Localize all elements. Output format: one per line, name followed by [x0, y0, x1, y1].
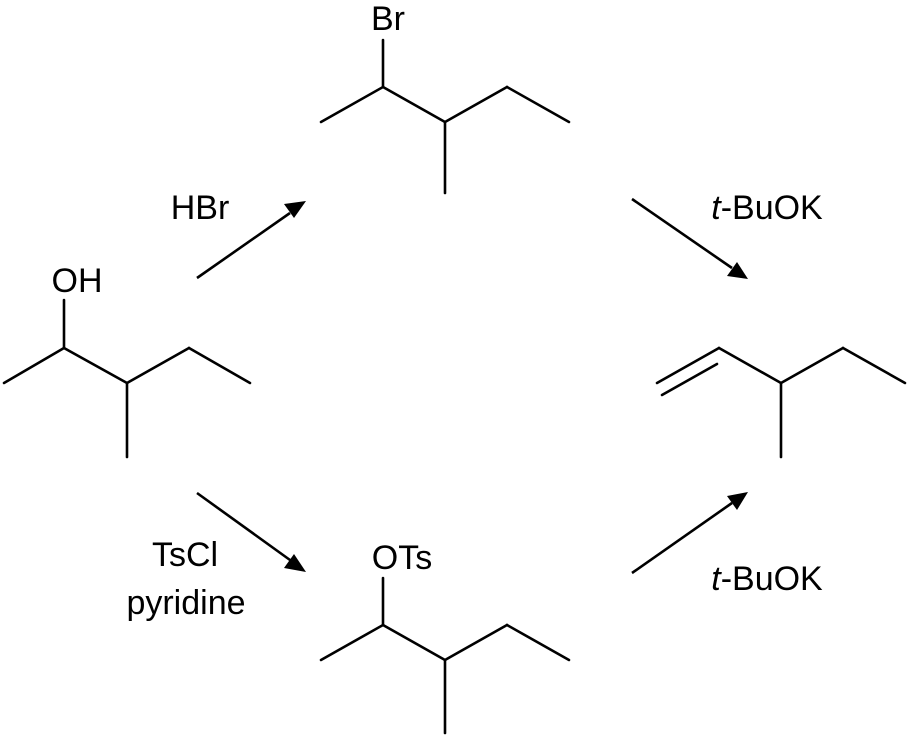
- bromide-bond-c3-c4: [443, 85, 509, 124]
- arrowhead-icon: [284, 201, 306, 218]
- tosylate-bond-c3-c4: [443, 623, 509, 662]
- bromide-bond-c2-c3: [381, 85, 447, 124]
- reagent-hbr: HBr: [171, 189, 230, 227]
- alcohol-molecule: OH: [2, 262, 252, 459]
- tbuok-bottom-prefix: t: [711, 560, 722, 598]
- alkene-molecule: [655, 346, 907, 459]
- tosylate-ots-label: OTs: [372, 539, 432, 577]
- arrow-shaft: [196, 491, 291, 562]
- tbuok-bottom-rest: -BuOK: [721, 560, 823, 598]
- arrowhead-icon: [284, 554, 306, 572]
- arrow-shaft: [631, 501, 733, 575]
- arrow-shaft: [631, 197, 733, 270]
- tosylate-bond-c2-c3: [381, 623, 447, 662]
- arrow-alcohol-to-bromide: [196, 201, 306, 280]
- alkene-bond-c3-c4: [779, 346, 845, 385]
- alcohol-oh-label: OH: [52, 262, 103, 300]
- reagent-tscl: TsCl: [152, 536, 218, 574]
- tbuok-top-prefix: t: [711, 189, 722, 227]
- arrowhead-icon: [727, 262, 748, 279]
- bromide-bond-c4-c5: [505, 85, 571, 124]
- alkene-double-bond-outer: [655, 346, 721, 385]
- reagent-pyridine: pyridine: [126, 584, 245, 622]
- bromide-bond-c1-c2: [319, 85, 385, 124]
- alcohol-bond-c3-c4: [125, 346, 191, 385]
- tosylate-bond-c1-c2: [319, 623, 385, 662]
- tbuok-top-rest: -BuOK: [721, 189, 823, 227]
- alcohol-bond-c2-c3: [62, 346, 129, 385]
- tosylate-bond-c4-c5: [505, 623, 571, 662]
- arrow-shaft: [196, 211, 291, 280]
- alkene-double-bond-inner: [660, 362, 719, 397]
- tosylate-molecule: OTs: [319, 539, 571, 735]
- reagent-tbuok-bottom: t-BuOK: [711, 560, 823, 598]
- arrow-alcohol-to-tosylate: [196, 491, 306, 572]
- arrow-bromide-to-alkene: [631, 197, 748, 279]
- alkene-bond-c4-c5: [841, 346, 907, 385]
- arrow-tosylate-to-alkene: [631, 492, 748, 575]
- arrowhead-icon: [727, 492, 748, 510]
- bromide-molecule: Br: [319, 0, 571, 195]
- alcohol-bond-c1-c2: [2, 346, 66, 385]
- bromide-br-label: Br: [371, 0, 405, 38]
- reagent-tbuok-top: t-BuOK: [711, 189, 823, 227]
- alkene-bond-c2-c3: [717, 346, 783, 385]
- alcohol-bond-c4-c5: [187, 346, 252, 385]
